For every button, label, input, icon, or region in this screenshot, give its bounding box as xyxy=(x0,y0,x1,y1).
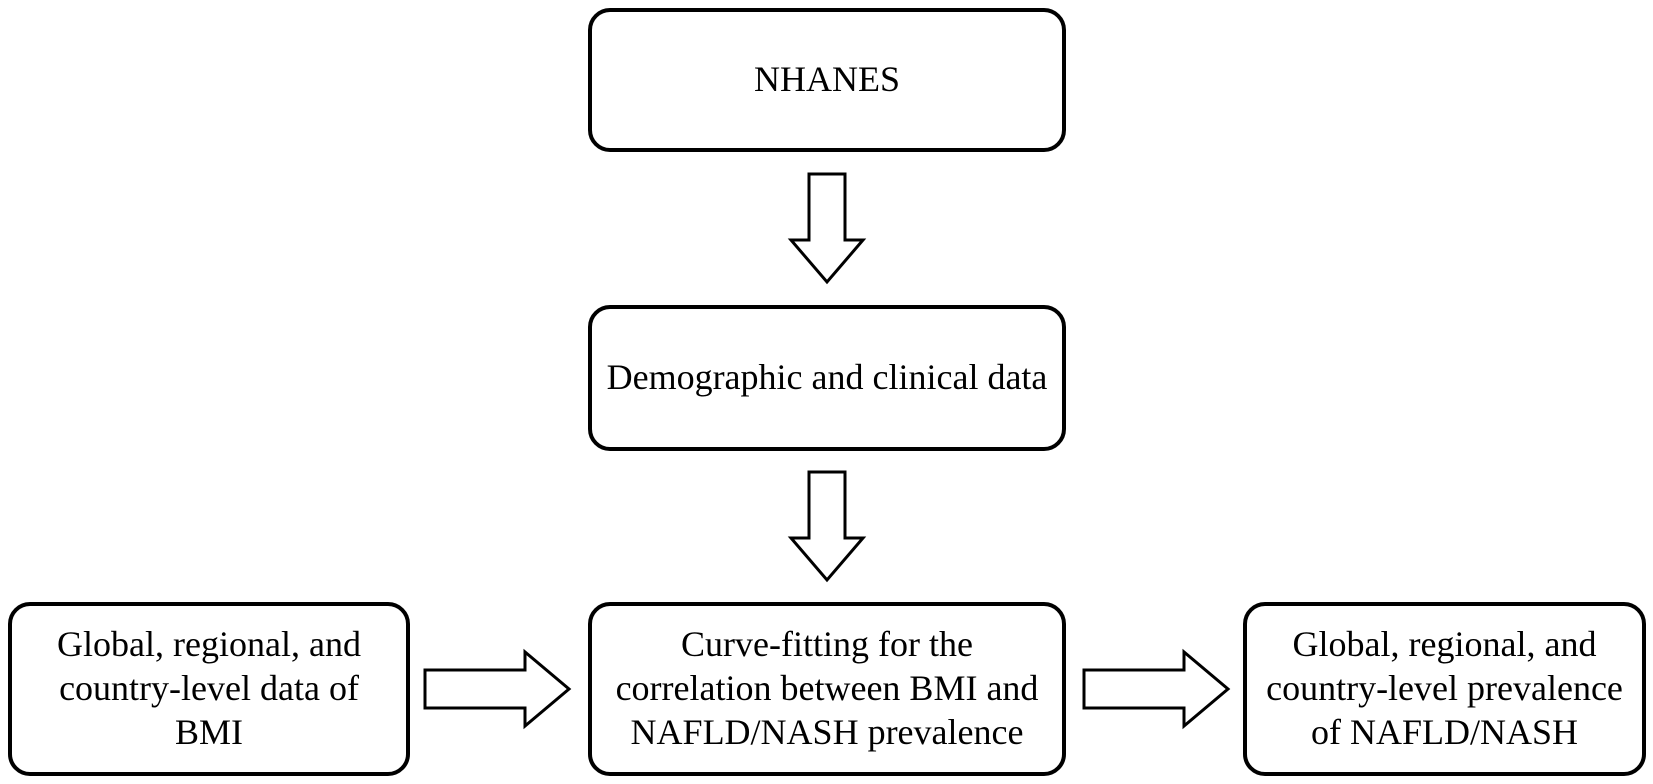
node-demographic: Demographic and clinical data xyxy=(588,305,1066,451)
node-curve-fitting-label: Curve-fitting for the correlation betwee… xyxy=(615,624,1039,752)
node-nhanes: NHANES xyxy=(588,8,1066,152)
node-curve-fitting: Curve-fitting for the correlation betwee… xyxy=(588,602,1066,776)
node-prevalence: Global, regional, and country-level prev… xyxy=(1243,602,1646,776)
node-demographic-label: Demographic and clinical data xyxy=(606,357,1048,398)
arrow-down-demographic-to-curve xyxy=(787,470,867,583)
node-bmi-data: Global, regional, and country-level data… xyxy=(8,602,410,776)
arrow-down-nhanes-to-demographic xyxy=(787,172,867,285)
node-prevalence-label: Global, regional, and country-level prev… xyxy=(1266,624,1623,752)
arrow-right-bmi-to-curve xyxy=(423,648,572,730)
arrow-right-shape xyxy=(423,648,572,730)
arrow-down-shape xyxy=(787,470,867,583)
node-nhanes-label: NHANES xyxy=(753,59,900,100)
arrow-down-shape xyxy=(787,172,867,285)
arrow-right-curve-to-prevalence xyxy=(1082,648,1231,730)
node-bmi-data-label: Global, regional, and country-level data… xyxy=(57,624,361,752)
arrow-right-shape xyxy=(1082,648,1231,730)
